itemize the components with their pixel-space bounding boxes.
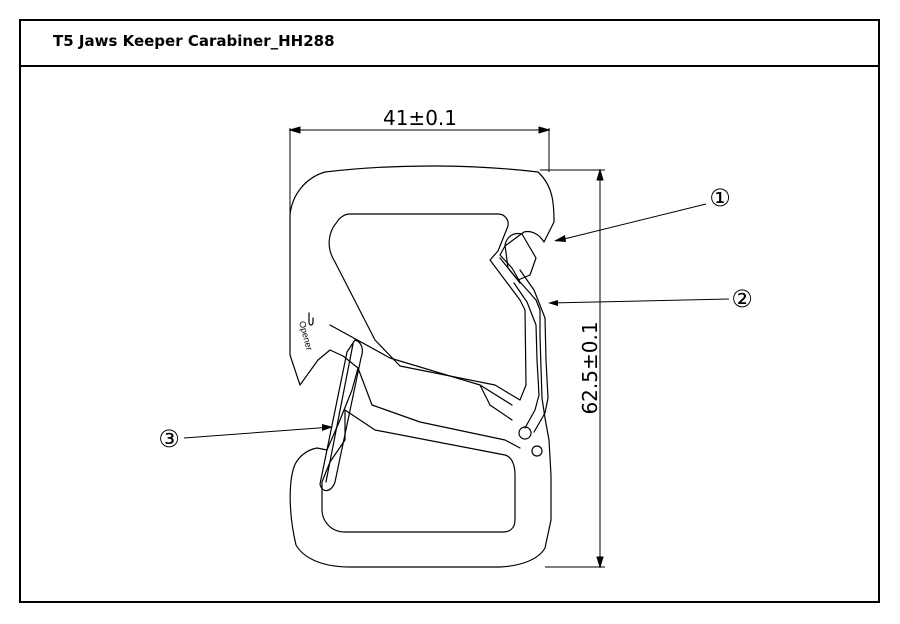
leader-arrow-2 [548, 300, 558, 306]
callout-1: ① [709, 184, 731, 212]
gate-wire-3-inner [325, 343, 354, 483]
cross-bar-upper [329, 324, 513, 406]
height-dimension [540, 168, 605, 569]
height-arrow-bottom [596, 556, 604, 569]
opener-hook [308, 312, 314, 326]
width-dimension [288, 126, 551, 215]
width-arrow-right [538, 126, 551, 134]
gate-top-pin [504, 232, 537, 281]
leader-line-3 [183, 426, 333, 439]
title-bar: T5 Jaws Keeper Carabiner_HH288 [21, 21, 878, 67]
cross-bar-lower [357, 367, 521, 449]
callout-3: ③ [158, 425, 180, 453]
drawing-frame: T5 Jaws Keeper Carabiner_HH288 [19, 19, 880, 603]
cross-bar-notch [479, 384, 513, 421]
leader-arrow-1 [554, 235, 566, 242]
lower-window [321, 409, 516, 533]
drawing-title: T5 Jaws Keeper Carabiner_HH288 [53, 32, 335, 50]
gate-wire-3 [319, 339, 363, 492]
gate-wire-2-inner [519, 269, 549, 433]
height-dimension-label: 62.5±0.1 [578, 321, 602, 414]
leader-line-2 [549, 298, 730, 304]
upper-window [328, 213, 527, 401]
callout-2: ② [731, 285, 753, 313]
height-arrow-top [596, 168, 604, 181]
width-arrow-left [288, 126, 301, 134]
gate-top-pin-detail [499, 257, 521, 284]
leader-arrow-3 [322, 424, 333, 431]
lower-rivet-gate [518, 426, 532, 440]
gate-wire-2 [513, 282, 540, 429]
leader-line-1 [555, 203, 707, 242]
width-dimension-label: 41±0.1 [383, 106, 457, 130]
lower-rivet-body [531, 445, 543, 457]
